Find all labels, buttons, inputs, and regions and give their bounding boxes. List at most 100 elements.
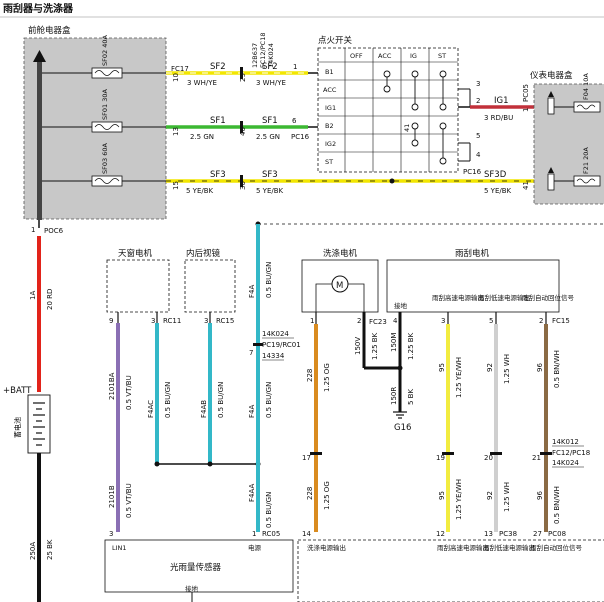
pin-2-washer: 2 [357, 317, 361, 325]
fuse-icon [94, 124, 120, 130]
fuse-sf02-label: SF02 40A [101, 35, 109, 66]
conn-pc19: PC19/RC01 [262, 341, 301, 349]
wire-yebk-a: 5 YE/BK [186, 187, 214, 195]
wire-yebk-b: 5 YE/BK [256, 187, 284, 195]
ign-col-ig: IG [410, 52, 417, 60]
conn-rc05: RC05 [262, 530, 280, 538]
conn-k334: 14334 [262, 352, 285, 360]
arrow-up-icon [548, 91, 554, 97]
conn-fc12-a: 12B637 [251, 43, 259, 68]
ign-pin-5: 5 [476, 132, 480, 140]
ign-col-acc: ACC [378, 52, 392, 60]
wire-sf2-a: SF2 [210, 62, 226, 72]
pin-9: 9 [109, 317, 113, 325]
wire-125bk-b: 1.25 BK [407, 332, 415, 360]
pin-10: 10 [172, 73, 180, 82]
pin-5-wiper: 5 [489, 317, 493, 325]
wire-bugn-b: 0.5 BU/GN [217, 382, 225, 418]
pin-1-pc05: 1 [522, 108, 530, 112]
pin-19: 19 [436, 454, 445, 462]
conn-k024b: 14K024 [552, 459, 579, 467]
conn-pc16-b: PC16 [463, 168, 482, 176]
wire-ig1-label: IG1 [494, 96, 509, 106]
pin-15: 15 [172, 181, 180, 190]
wire-rdbu: 3 RD/BU [484, 114, 513, 122]
ground-g16: G16 [394, 423, 411, 433]
arrow-up-icon [548, 167, 554, 173]
bus-arrow-icon [33, 50, 46, 62]
pin-13: 13 [172, 127, 180, 136]
fuse-sf01-label: SF01 30A [101, 89, 109, 120]
circuit-2101b: 2101B [108, 485, 116, 508]
wire-wh-b: 1.25 WH [503, 482, 511, 512]
wire-sf1-a: SF1 [210, 116, 226, 126]
pin-21: 21 [532, 454, 541, 462]
pin-label-lo: 雨刮低速电源输出 [478, 293, 530, 302]
fuse-icon [94, 178, 120, 184]
out-label-park: 雨刮自动回位信号 [530, 543, 583, 552]
front-box-label: 前舱电器盒 [28, 25, 71, 36]
circuit-2101ba: 2101BA [108, 372, 116, 400]
ign-row-b1: B1 [325, 68, 334, 76]
pin-3-wiper: 3 [441, 317, 445, 325]
wire-whye-b: 3 WH/YE [256, 79, 286, 87]
wire-sf2-b: SF2 [262, 62, 278, 72]
pin-6: 6 [292, 117, 297, 125]
wire-bugn-c: 0.5 BU/GN [265, 262, 273, 298]
bus-bar [37, 60, 42, 220]
pin-14: 14 [302, 530, 311, 538]
ign-col-st: ST [438, 52, 446, 60]
circuit-f4ac: F4AC [147, 400, 155, 418]
pin-label-gnd: 接地 [394, 301, 408, 310]
conn-pc38: PC38 [499, 530, 517, 538]
wire-125bk-a: 1.25 BK [371, 332, 379, 360]
ign-row-b2: B2 [325, 122, 334, 130]
fuse-icon [576, 178, 596, 184]
out-label-wash: 洗涤电源输出 [307, 543, 346, 552]
conn-rc11: RC11 [163, 317, 181, 325]
wire-bnwh-a: 0.5 BN/WH [553, 350, 561, 388]
circuit-150m: 150M [390, 333, 398, 352]
ign-switch-label: 点火开关 [318, 35, 353, 46]
wiper-motor [386, 259, 560, 313]
batt-label: +BATT [3, 386, 32, 396]
wire-gn-b: 2.5 GN [256, 133, 280, 141]
pin-label-hi: 雨刮高速电源输出 [432, 293, 484, 302]
pin-1-poc6: 1 [31, 226, 35, 234]
circuit-95-b: 95 [438, 491, 446, 500]
conn-poc6: POC6 [44, 227, 64, 235]
sunroof-label: 天窗电机 [118, 248, 153, 259]
out-label-hi: 雨刮高速电源输出 [437, 543, 489, 552]
conn-rc15: RC15 [216, 317, 234, 325]
inst-box-label: 仪表电器盒 [530, 70, 573, 81]
ign-col-off: OFF [350, 52, 363, 60]
wire-og-a: 1.25 OG [323, 363, 331, 392]
fuse-f21-label: F21 20A [582, 147, 590, 174]
pin-3-rc15: 3 [204, 317, 208, 325]
conn-fc23: FC23 [369, 318, 387, 326]
wire-yewh-a: 1.25 YE/WH [455, 357, 463, 398]
fuse-sf02 [91, 67, 123, 79]
circuit-96-a: 96 [536, 363, 544, 372]
pin-7: 7 [249, 349, 253, 357]
pin-17: 17 [302, 454, 311, 462]
pin-label-power: 电源 [248, 543, 262, 552]
conn-pc16-a: PC16 [291, 133, 310, 141]
fuse-sf03 [91, 175, 123, 187]
rain-sensor [104, 539, 294, 593]
motor-m-glyph: M [336, 281, 343, 291]
battery-label: 蓄电池 [13, 417, 22, 438]
conn-k012: 14K012 [552, 438, 579, 446]
wire-vtbu-a: 0.5 VT/BU [125, 375, 133, 410]
page-title: 雨刮器与洗涤器 [3, 2, 74, 15]
circuit-1a: 1A [29, 291, 37, 300]
fuse-f04-label: F04 10A [582, 73, 590, 100]
wire-25bk: 25 BK [46, 539, 54, 560]
mirror [184, 259, 236, 313]
ign-switch [317, 47, 459, 173]
ign-pin-4: 4 [476, 151, 481, 159]
pin-12: 12 [436, 530, 445, 538]
wire-sf3d: SF3D [484, 170, 507, 180]
fuse-icon [94, 70, 120, 76]
